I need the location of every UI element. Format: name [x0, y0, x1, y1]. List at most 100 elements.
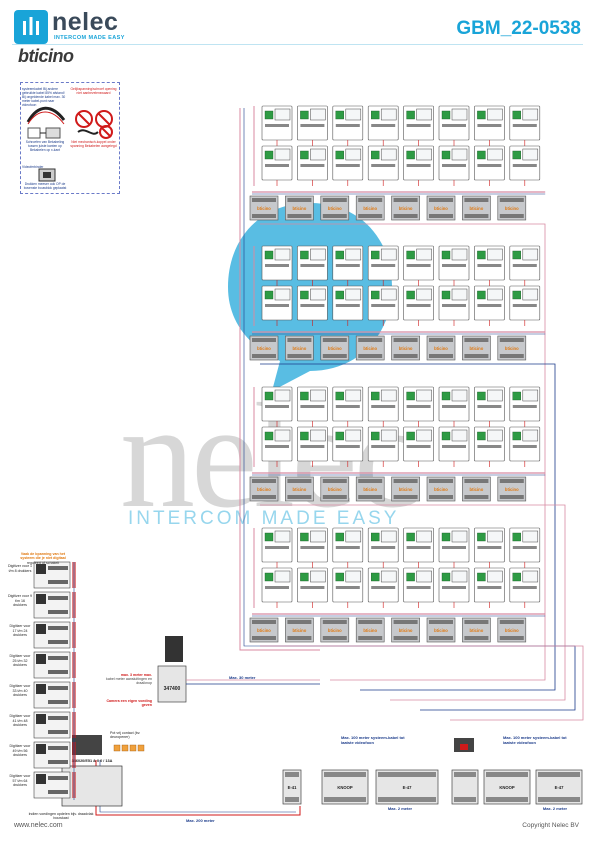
terminal-block [406, 532, 415, 542]
distributor-terminals [322, 354, 347, 358]
terminal-block [335, 110, 344, 120]
videophone-screen [451, 288, 468, 301]
cable-run [95, 760, 301, 816]
distributor-terminals [322, 636, 347, 640]
distributor-terminals [499, 338, 524, 342]
keypad-module [72, 735, 102, 755]
terminal-block [335, 290, 344, 300]
digitizer-chip [36, 714, 46, 724]
distributor-terminals [322, 495, 347, 499]
terminal-block [264, 431, 274, 441]
button-row [371, 164, 396, 167]
digitizer-terminals [48, 640, 68, 644]
digitizer-chip [36, 594, 46, 604]
button-row [512, 546, 537, 549]
distributor-terminals [287, 338, 312, 342]
terminal-block [477, 391, 486, 401]
distributor-terminals [499, 479, 524, 483]
cable-run [260, 363, 556, 691]
copyright-text: Copyright Nelec BV [522, 822, 579, 829]
din-module [282, 769, 302, 805]
button-row [512, 124, 537, 127]
terminal-block [264, 572, 274, 582]
videophone-screen [274, 530, 291, 543]
button-row [512, 445, 537, 448]
videophone-screen [345, 429, 362, 442]
terminal-block [477, 110, 486, 120]
videophone-screen [451, 570, 468, 583]
bticino-badge: bticino [505, 346, 519, 351]
button-row [442, 304, 466, 307]
terminal-block [371, 532, 380, 542]
max-distance-sub: kabel meter aansluitingen en draaiknop [106, 677, 152, 685]
power-supply-label: 346020/E51 & 0 0 / 13A [72, 759, 113, 763]
button-row [512, 304, 537, 307]
bticino-badge: bticino [363, 487, 377, 492]
terminal-block [335, 532, 344, 542]
cable-run [260, 504, 566, 701]
bticino-badge: bticino [434, 206, 448, 211]
terminal-block [264, 110, 274, 120]
power-note: Indien voedingen opdelen bijv. draadvlak… [28, 812, 94, 821]
button-row [335, 445, 360, 448]
videophone-screen [274, 248, 291, 261]
terminal-icon [27, 127, 61, 139]
button-row [265, 445, 289, 448]
distributor-terminals [499, 495, 524, 499]
button-row [406, 546, 431, 549]
relay-contact [113, 744, 121, 752]
button-row [335, 304, 360, 307]
cable-length-label: Max. 100 meter systeem-kabel tot laatste… [503, 735, 567, 745]
button-row [406, 164, 431, 167]
cable-length-label: Max. 200 meter [186, 818, 215, 823]
document-code: GBM_22-0538 [456, 18, 581, 39]
digitizer-title-line: Vaak de bpanning van het [20, 552, 66, 556]
videophone-screen [274, 288, 291, 301]
terminal-block [512, 431, 521, 441]
din-terminals [378, 797, 436, 802]
din-terminals [324, 772, 366, 777]
website-link[interactable]: www.nelec.com [14, 822, 63, 829]
button-row [371, 586, 396, 589]
terminal-block [406, 150, 415, 160]
terminal-block [371, 290, 380, 300]
button-row [512, 586, 537, 589]
videophone-screen [522, 429, 539, 442]
cable-run [260, 645, 584, 721]
button-row [406, 304, 431, 307]
bticino-logo: bticino [18, 46, 74, 66]
digitizer-terminals [48, 790, 68, 794]
videophone-screen [522, 288, 539, 301]
distributor-terminals [358, 495, 383, 499]
terminal-block [264, 290, 274, 300]
bticino-badge: bticino [363, 628, 377, 633]
distributor-terminals [287, 620, 312, 624]
legend-cable-icon [26, 106, 66, 125]
digitizer-chip [36, 564, 46, 574]
digitizer-label: Digitizer voor 33 t/m 40 drukkers [9, 684, 31, 697]
cable-length-label: Max. 2 meter [388, 806, 413, 811]
digitizer-label: Digitizer voor 25 t/m 32 drukkers [9, 654, 31, 667]
terminal-block [441, 150, 451, 160]
brand-tagline: INTERCOM MADE EASY [54, 35, 125, 41]
distributor-terminals [358, 198, 383, 202]
button-row [300, 264, 325, 267]
button-row [406, 405, 431, 408]
button-row [477, 304, 502, 307]
videophone-screen [380, 530, 397, 543]
videophone-screen [345, 530, 362, 543]
distributor-terminals [252, 636, 276, 640]
videophone-screen [522, 530, 539, 543]
distributor-terminals [464, 214, 489, 218]
din-terminals [324, 797, 366, 802]
terminal-block [335, 150, 344, 160]
bticino-badge: bticino [293, 487, 307, 492]
button-row [512, 405, 537, 408]
button-row [265, 405, 289, 408]
videophone-screen [522, 148, 539, 161]
distributor-terminals [393, 479, 418, 483]
terminal-block [512, 532, 521, 542]
terminal-block [371, 150, 380, 160]
videophone-screen [487, 570, 503, 583]
distributor-terminals [499, 198, 524, 202]
